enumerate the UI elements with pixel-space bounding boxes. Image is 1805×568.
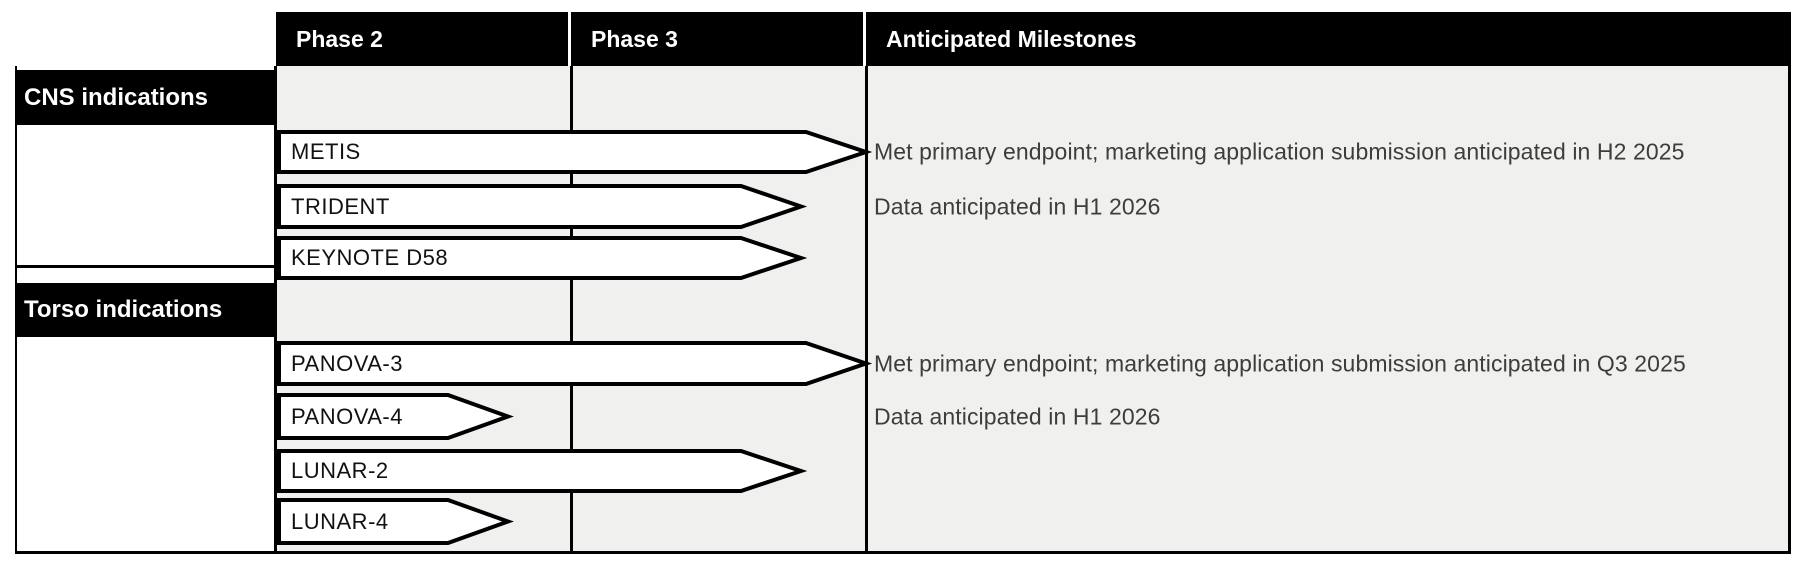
left-column-section-separator (15, 265, 276, 268)
trial-arrow-metis (277, 130, 873, 174)
trial-arrow-keynote-d58 (277, 236, 808, 280)
trial-arrow-trident (277, 184, 808, 229)
table-right-border (1788, 12, 1791, 552)
trial-arrow-panova-3 (277, 341, 873, 386)
table-bottom-border (15, 551, 1791, 554)
trial-label-panova-3: PANOVA-3 (291, 350, 403, 376)
header-anticipated-milestones: Anticipated Milestones (886, 26, 1137, 52)
phase3-milestones-divider-line (865, 66, 868, 552)
header-phase-2: Phase 2 (276, 12, 571, 66)
trial-label-panova-4: PANOVA-4 (291, 403, 403, 429)
trial-label-lunar-2: LUNAR-2 (291, 458, 389, 483)
milestone-text-metis: Met primary endpoint; marketing applicat… (874, 138, 1685, 165)
trial-label-keynote-d58: KEYNOTE D58 (291, 245, 449, 270)
trial-label-metis: METIS (291, 139, 361, 164)
milestone-text-panova-4: Data anticipated in H1 2026 (874, 403, 1161, 429)
section-label-torso-indications: Torso indications (15, 283, 277, 337)
trial-arrow-lunar-4 (277, 498, 514, 545)
trial-arrow-panova-4 (277, 393, 514, 440)
header-phase-3: Phase 3 (571, 12, 866, 66)
trial-arrow-lunar-2 (277, 449, 808, 493)
phase2-phase3-divider-line (570, 66, 573, 552)
milestone-text-trident: Data anticipated in H1 2026 (874, 193, 1161, 219)
trial-label-lunar-4: LUNAR-4 (291, 508, 389, 534)
trial-label-trident: TRIDENT (291, 193, 390, 219)
milestone-text-panova-3: Met primary endpoint; marketing applicat… (874, 350, 1686, 376)
section-label-cns-indications: CNS indications (15, 70, 277, 125)
table-header-row: Phase 2 Phase 3 Anticipated Milestones (276, 12, 1791, 66)
